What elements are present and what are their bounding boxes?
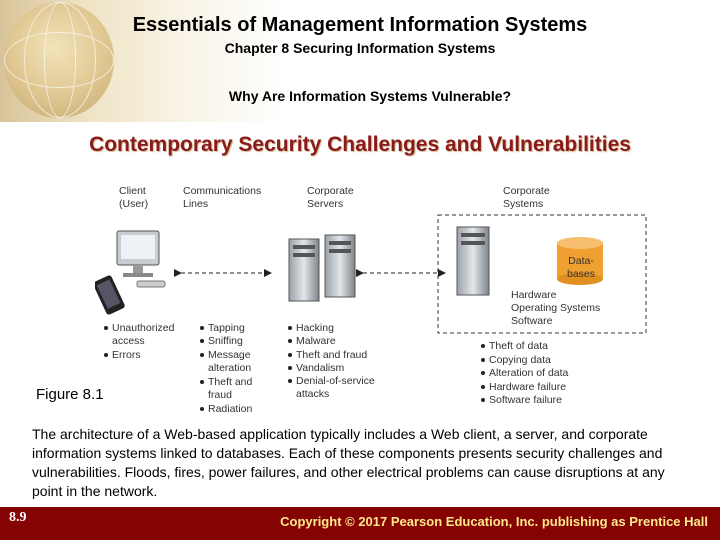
databases-label: Data- bases	[567, 255, 596, 280]
server-risk-item: Vandalism	[296, 362, 345, 374]
figure-label: Figure 8.1	[36, 386, 104, 403]
system-risk-item: Copying data	[489, 354, 551, 366]
comms-risk-item: Tapping	[208, 322, 245, 334]
chapter-subtitle: Chapter 8 Securing Information Systems	[224, 40, 496, 56]
client-risk-item: Errors	[112, 349, 141, 361]
comms-risk-item: Sniffing	[208, 335, 243, 347]
hw-os-sw-label: Hardware Operating Systems Software	[511, 289, 601, 327]
client-label: Client (User)	[119, 185, 149, 210]
comms-risk-item: Radiation	[208, 403, 253, 415]
system-risk-item: Hardware failure	[489, 381, 567, 393]
client-computer-icon	[116, 230, 166, 288]
server-risk-item: Denial-of-service attacks	[296, 375, 375, 400]
comms-risk-item: Theft and fraud	[208, 376, 253, 401]
diagram-graphics	[95, 214, 647, 411]
smartphone-icon	[95, 275, 125, 315]
corporate-server-icon	[288, 238, 320, 302]
architecture-diagram: Client (User) Communications Lines Corpo…	[95, 173, 650, 418]
system-risk-item: Alteration of data	[489, 367, 569, 379]
page-number: 8.9	[9, 510, 27, 525]
slide-title: Essentials of Management Information Sys…	[132, 14, 588, 36]
system-risk-item: Software failure	[489, 394, 562, 406]
slide-header: Essentials of Management Information Sys…	[0, 0, 720, 122]
section-title: Why Are Information Systems Vulnerable?	[228, 88, 512, 104]
database-icon	[557, 237, 603, 285]
figure-caption: The architecture of a Web-based applicat…	[32, 426, 665, 499]
server-risk-item: Malware	[296, 335, 336, 347]
copyright-notice: Copyright © 2017 Pearson Education, Inc.…	[280, 514, 708, 529]
corporate-systems-box	[437, 214, 647, 334]
servers-label: Corporate Servers	[307, 185, 354, 210]
globe-icon	[4, 2, 114, 118]
comms-label: Communications Lines	[183, 185, 262, 210]
systems-label: Corporate Systems	[503, 185, 550, 210]
comms-risk-item: Message alteration	[208, 349, 252, 374]
slide-heading: Contemporary Security Challenges and Vul…	[89, 133, 631, 156]
server-risk-item: Hacking	[296, 322, 334, 334]
slide-footer	[0, 507, 720, 540]
client-risk-item: Unauthorized access	[112, 322, 175, 347]
server-risk-item: Theft and fraud	[296, 349, 368, 361]
corporate-server-icon	[324, 234, 356, 298]
system-risk-item: Theft of data	[489, 340, 548, 352]
corporate-system-server-icon	[456, 226, 490, 296]
